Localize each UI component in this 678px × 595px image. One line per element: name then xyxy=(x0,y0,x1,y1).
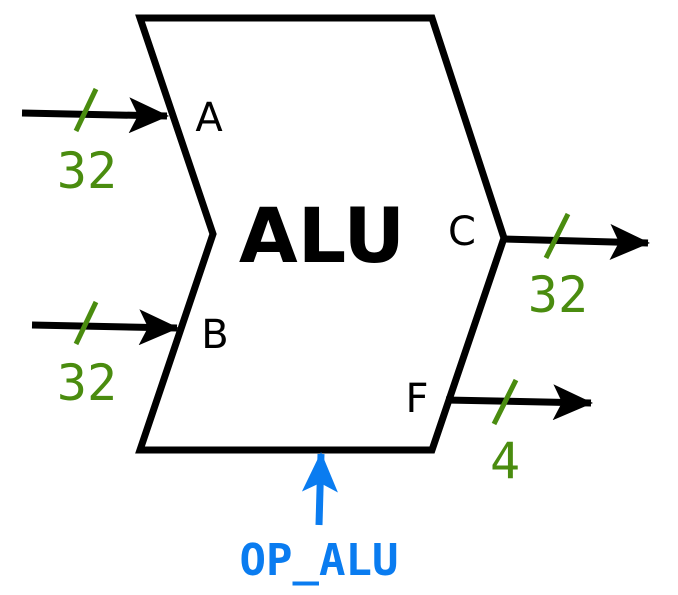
port-c-label: C xyxy=(448,209,476,255)
input-a-bus-slash xyxy=(73,87,99,133)
input-a-width: 32 xyxy=(57,142,117,200)
input-b-bus-slash xyxy=(73,300,99,346)
output-f-width: 4 xyxy=(490,432,520,490)
alu-body xyxy=(135,14,508,454)
output-c-width: 32 xyxy=(528,266,588,324)
input-a-arrow xyxy=(21,97,169,134)
control-label: OP_ALU xyxy=(240,535,399,586)
port-f-label: F xyxy=(405,376,428,422)
port-a-label: A xyxy=(195,95,223,141)
input-b-width: 32 xyxy=(57,354,117,412)
output-c-arrow xyxy=(503,223,650,260)
output-f-bus-slash xyxy=(491,378,519,426)
output-c-bus-slash xyxy=(543,212,571,260)
input-b-arrow xyxy=(31,309,179,346)
output-f-arrow xyxy=(445,384,593,421)
alu-title: ALU xyxy=(239,191,405,280)
port-b-label: B xyxy=(201,312,228,358)
control-arrow xyxy=(301,452,338,526)
